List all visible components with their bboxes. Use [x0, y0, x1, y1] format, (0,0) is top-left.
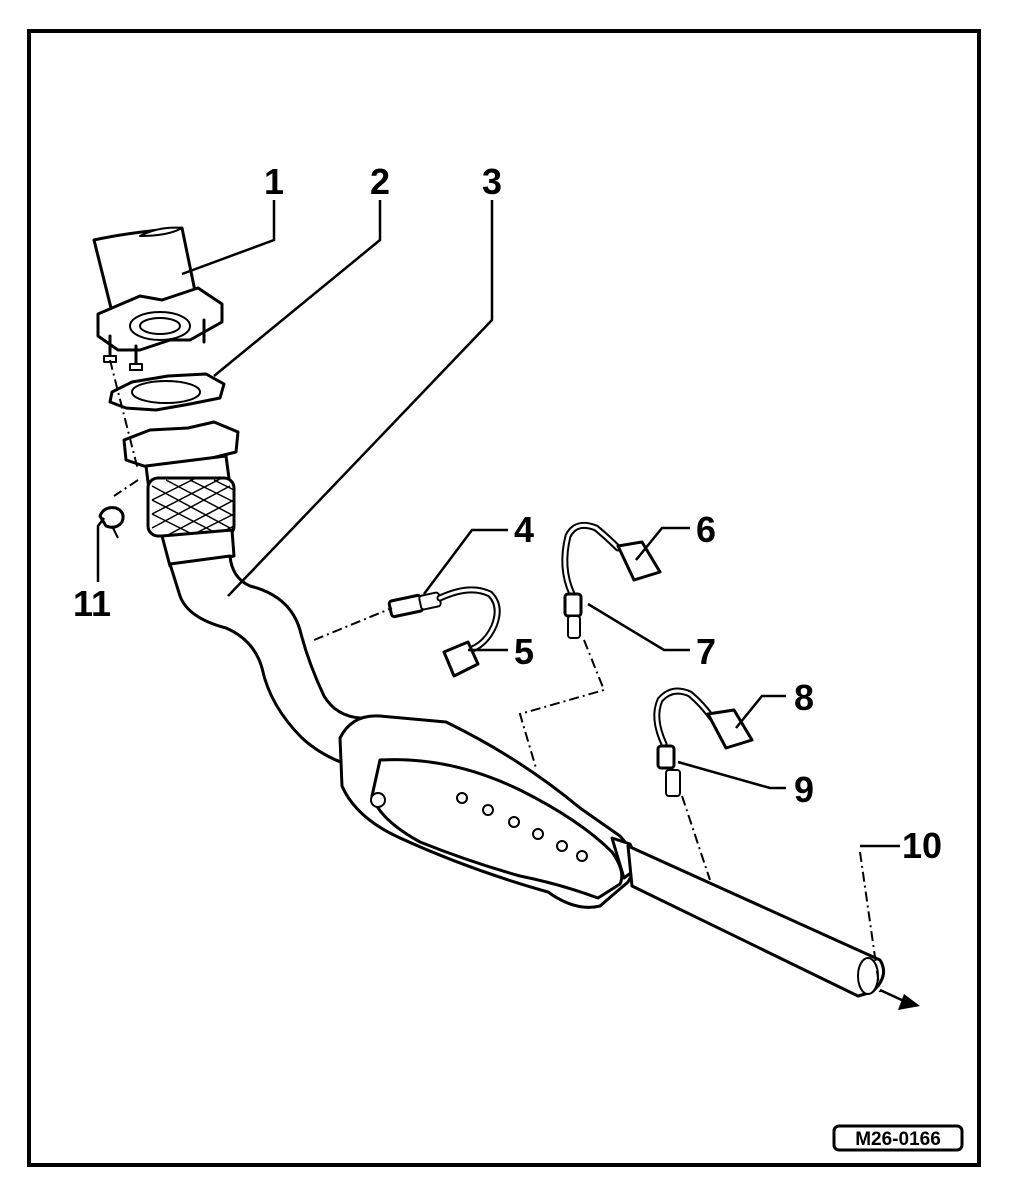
- leader-lines: [96, 200, 900, 848]
- upstream-oxygen-sensor: [387, 591, 442, 619]
- callout-6: 6: [696, 509, 716, 550]
- callout-5: 5: [514, 631, 534, 672]
- front-exhaust-pipe-with-catalytic-converter: [122, 420, 886, 998]
- callout-9: 9: [794, 769, 814, 810]
- callout-4: 4: [514, 509, 534, 550]
- callout-7: 7: [696, 631, 716, 672]
- front-pipe-flange: [92, 226, 224, 371]
- middle-sensor-cable: [561, 521, 622, 598]
- flange-gasket: [108, 372, 226, 412]
- callout-2: 2: [370, 161, 390, 202]
- upstream-sensor-cable: [436, 586, 501, 654]
- callout-8: 8: [794, 677, 814, 718]
- downstream-oxygen-sensor: [656, 744, 681, 797]
- callout-3: 3: [482, 161, 502, 202]
- reference-code-badge: M26-0166: [832, 1124, 964, 1152]
- middle-sensor-connector: [616, 540, 662, 582]
- reference-code: M26-0166: [855, 1129, 941, 1150]
- downstream-sensor-connector: [706, 708, 754, 750]
- callout-1: 1: [264, 161, 284, 202]
- diagram-frame: [27, 29, 981, 1167]
- callout-11: 11: [73, 583, 111, 624]
- flange-nut: [98, 506, 125, 539]
- assembly-lines: [109, 359, 881, 993]
- downstream-sensor-cable: [653, 687, 716, 748]
- callout-10: 10: [902, 825, 942, 866]
- middle-oxygen-sensor: [563, 592, 583, 639]
- exhaust-direction-arrow: [879, 988, 920, 1010]
